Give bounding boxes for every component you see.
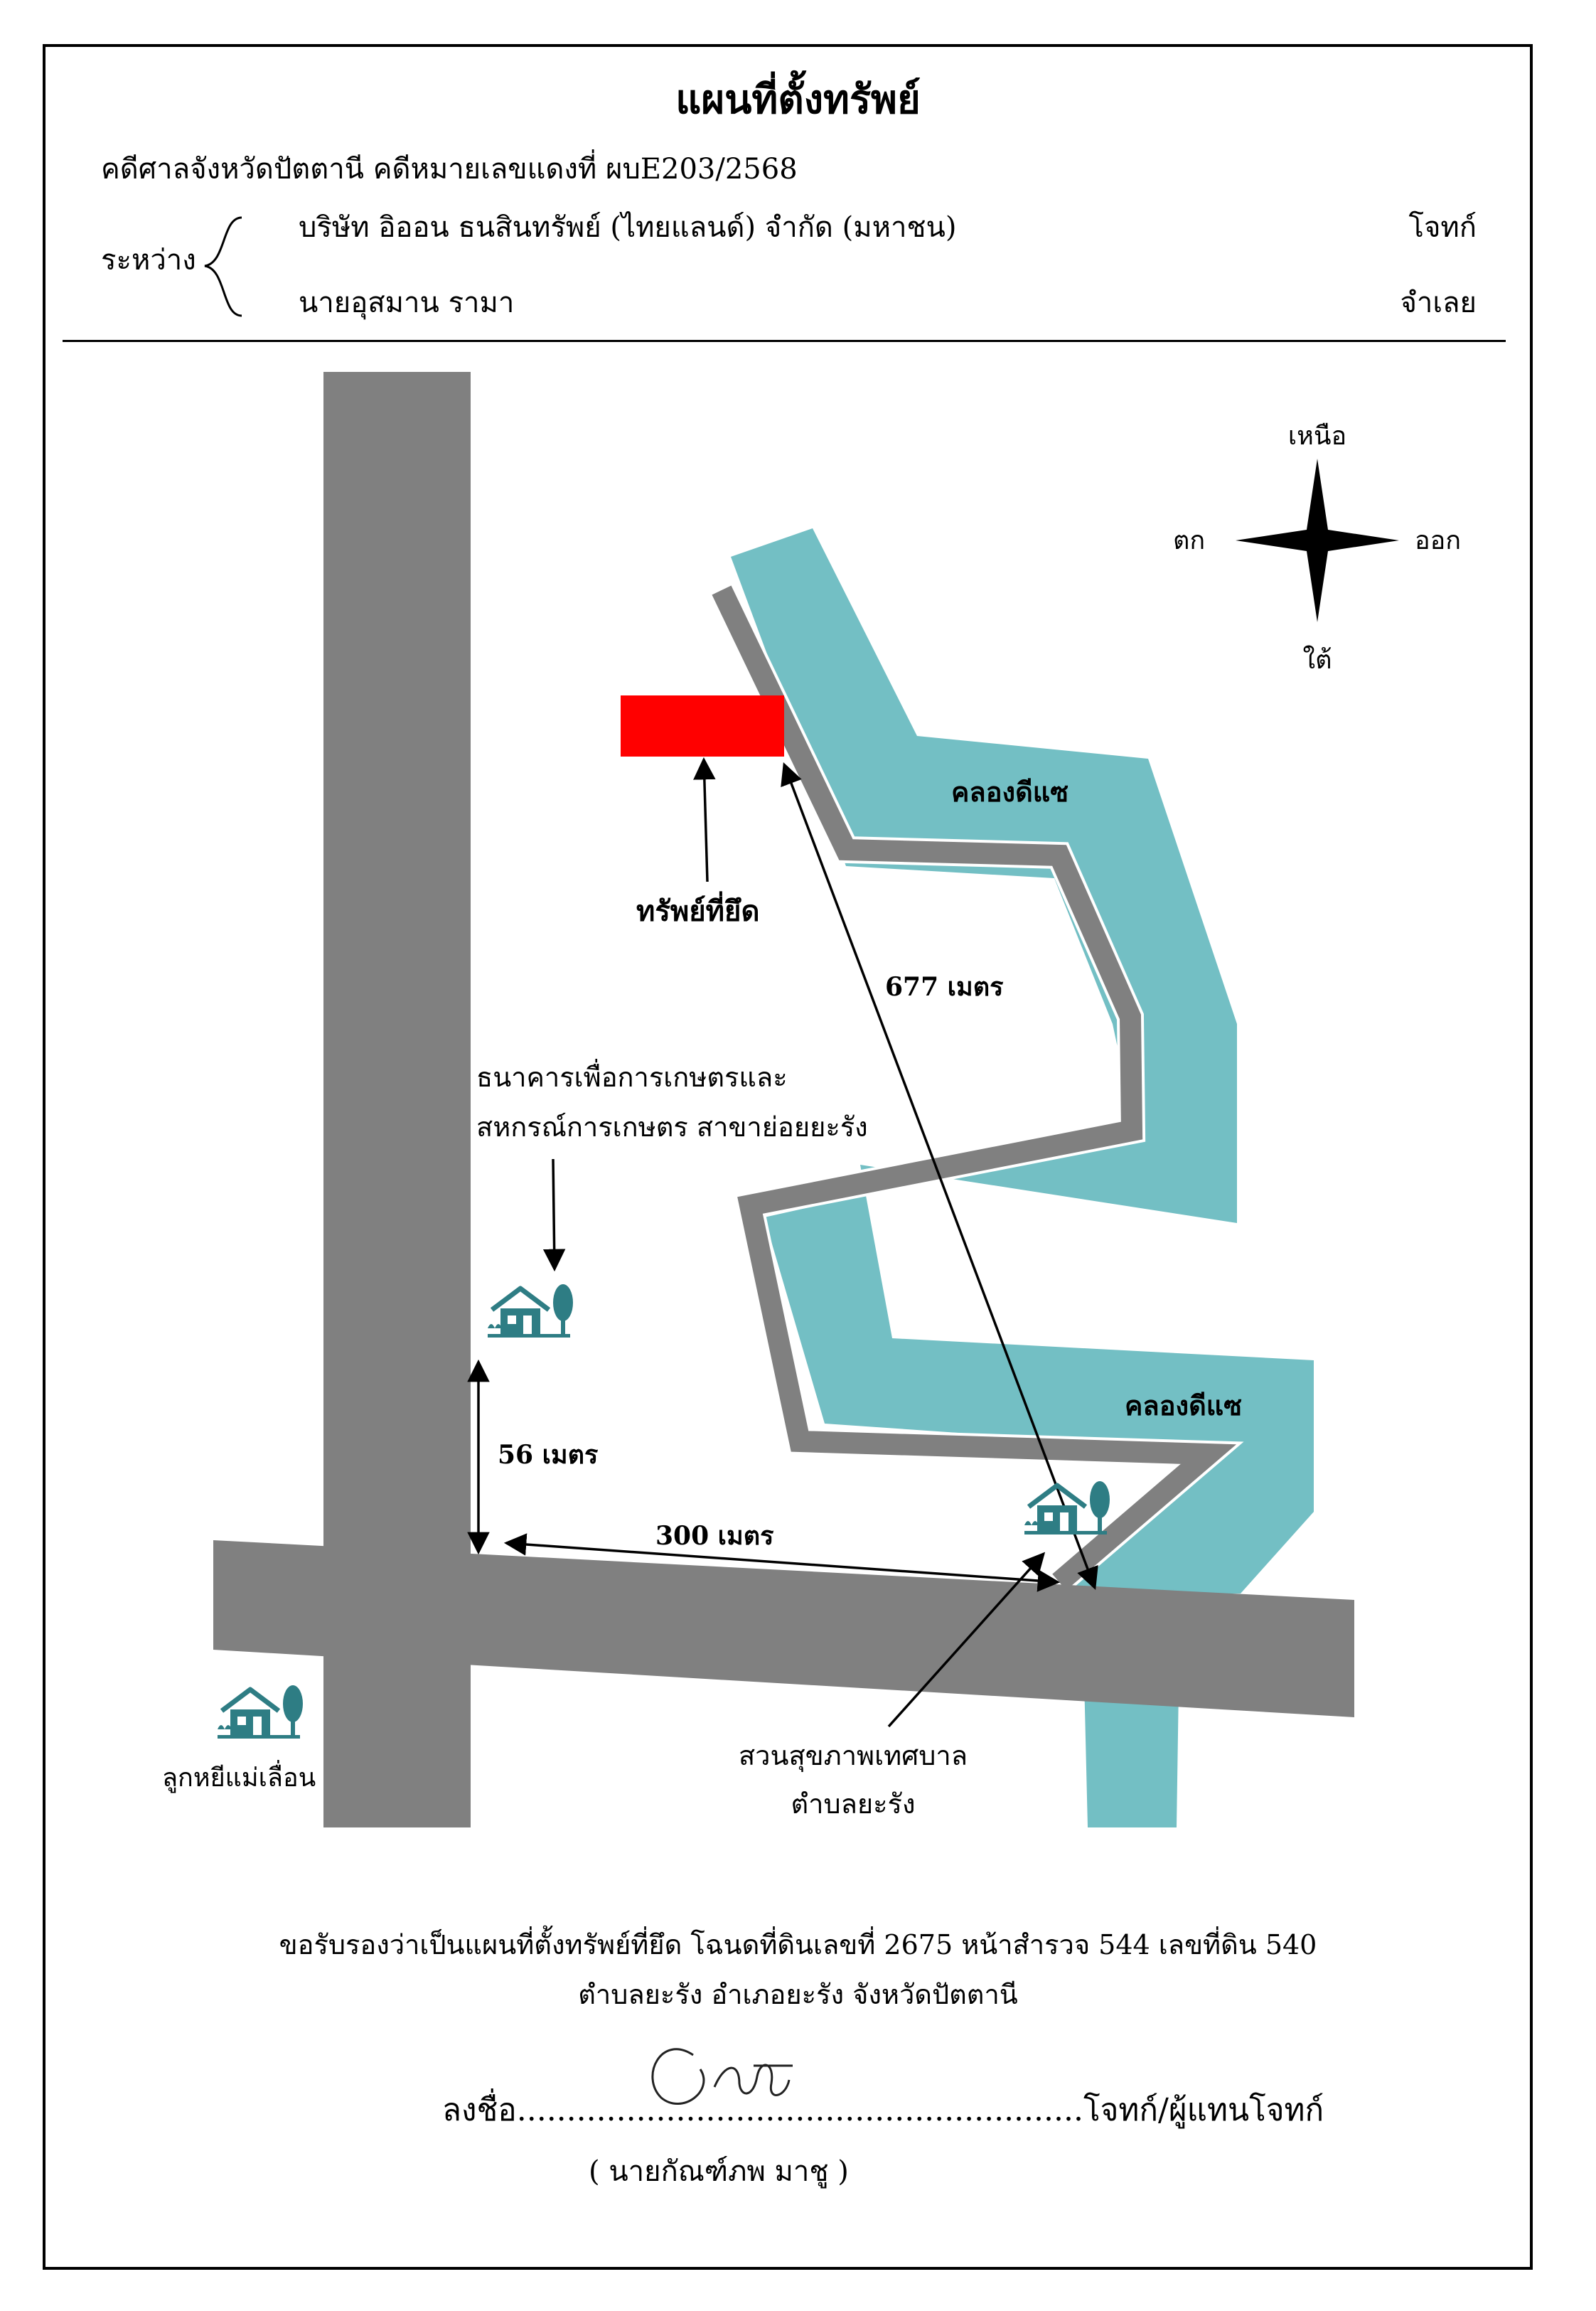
park-label-line-2: ตำบลยะรัง bbox=[791, 1788, 915, 1820]
plaintiff-role: โจทก์ bbox=[1408, 211, 1477, 244]
case-number-line: คดีศาลจังหวัดปัตตานี คดีหมายเลขแดงที่ ผบ… bbox=[101, 153, 798, 186]
compass-south-label: ใต้ bbox=[1303, 645, 1332, 675]
horizontal-road bbox=[213, 1540, 1354, 1717]
distance-677-arrow bbox=[781, 762, 1098, 1590]
property-pointer-arrow bbox=[693, 757, 716, 882]
park-label-line-1: สวนสุขภาพเทศบาล bbox=[739, 1740, 968, 1772]
seized-property bbox=[621, 695, 784, 757]
canal-label-north: คลองดีแซ bbox=[951, 776, 1069, 808]
bank-pointer-arrow bbox=[542, 1158, 566, 1272]
house-tree-icon bbox=[488, 1284, 573, 1338]
compass-east-label: ออก bbox=[1415, 526, 1461, 555]
canal-label-south: คลองดีแซ bbox=[1125, 1389, 1242, 1421]
between-brace bbox=[204, 216, 242, 317]
compass-rose-icon bbox=[1236, 459, 1399, 622]
compass-west-label: ตก bbox=[1173, 526, 1205, 555]
header-divider bbox=[63, 340, 1506, 342]
page-title: แผนที่ตั้งทรัพย์ bbox=[675, 76, 921, 123]
certification-line-2: ตำบลยะรัง อำเภอยะรัง จังหวัดปัตตานี bbox=[578, 1979, 1018, 2010]
house-tree-icon bbox=[218, 1685, 303, 1739]
defendant-role: จำเลย bbox=[1400, 287, 1477, 319]
distance-56-label: 56 เมตร bbox=[498, 1440, 599, 1470]
between-label: ระหว่าง bbox=[101, 244, 196, 277]
distance-300-arrow bbox=[503, 1533, 1061, 1592]
signature-mark bbox=[651, 2048, 793, 2105]
compass-north-label: เหนือ bbox=[1288, 422, 1346, 451]
distance-677-label: 677 เมตร bbox=[885, 972, 1004, 1002]
landmark-left-label: ลูกหยีแม่เลื่อน bbox=[162, 1760, 316, 1793]
signer-name: ( นายกัณฑ์ภพ มาชู ) bbox=[589, 2155, 849, 2188]
park-pointer-arrow bbox=[887, 1552, 1046, 1728]
plaintiff-name: บริษัท อิออน ธนสินทรัพย์ (ไทยแลนด์) จำกั… bbox=[299, 211, 957, 244]
signature-line: ลงชื่อ..................................… bbox=[442, 2092, 1324, 2128]
bank-label-line-1: ธนาคารเพื่อการเกษตรและ bbox=[476, 1059, 788, 1093]
property-label: ทรัพย์ที่ยึด bbox=[636, 891, 759, 928]
house-tree-icon bbox=[1024, 1481, 1110, 1535]
bank-label-line-2: สหกรณ์การเกษตร สาขาย่อยยะรัง bbox=[476, 1111, 868, 1143]
certification-line-1: ขอรับรองว่าเป็นแผนที่ตั้งทรัพย์ที่ยึด โฉ… bbox=[279, 1929, 1317, 1960]
page-border bbox=[43, 44, 1533, 2270]
distance-300-label: 300 เมตร bbox=[655, 1521, 774, 1551]
defendant-name: นายอุสมาน รามา bbox=[299, 287, 515, 319]
